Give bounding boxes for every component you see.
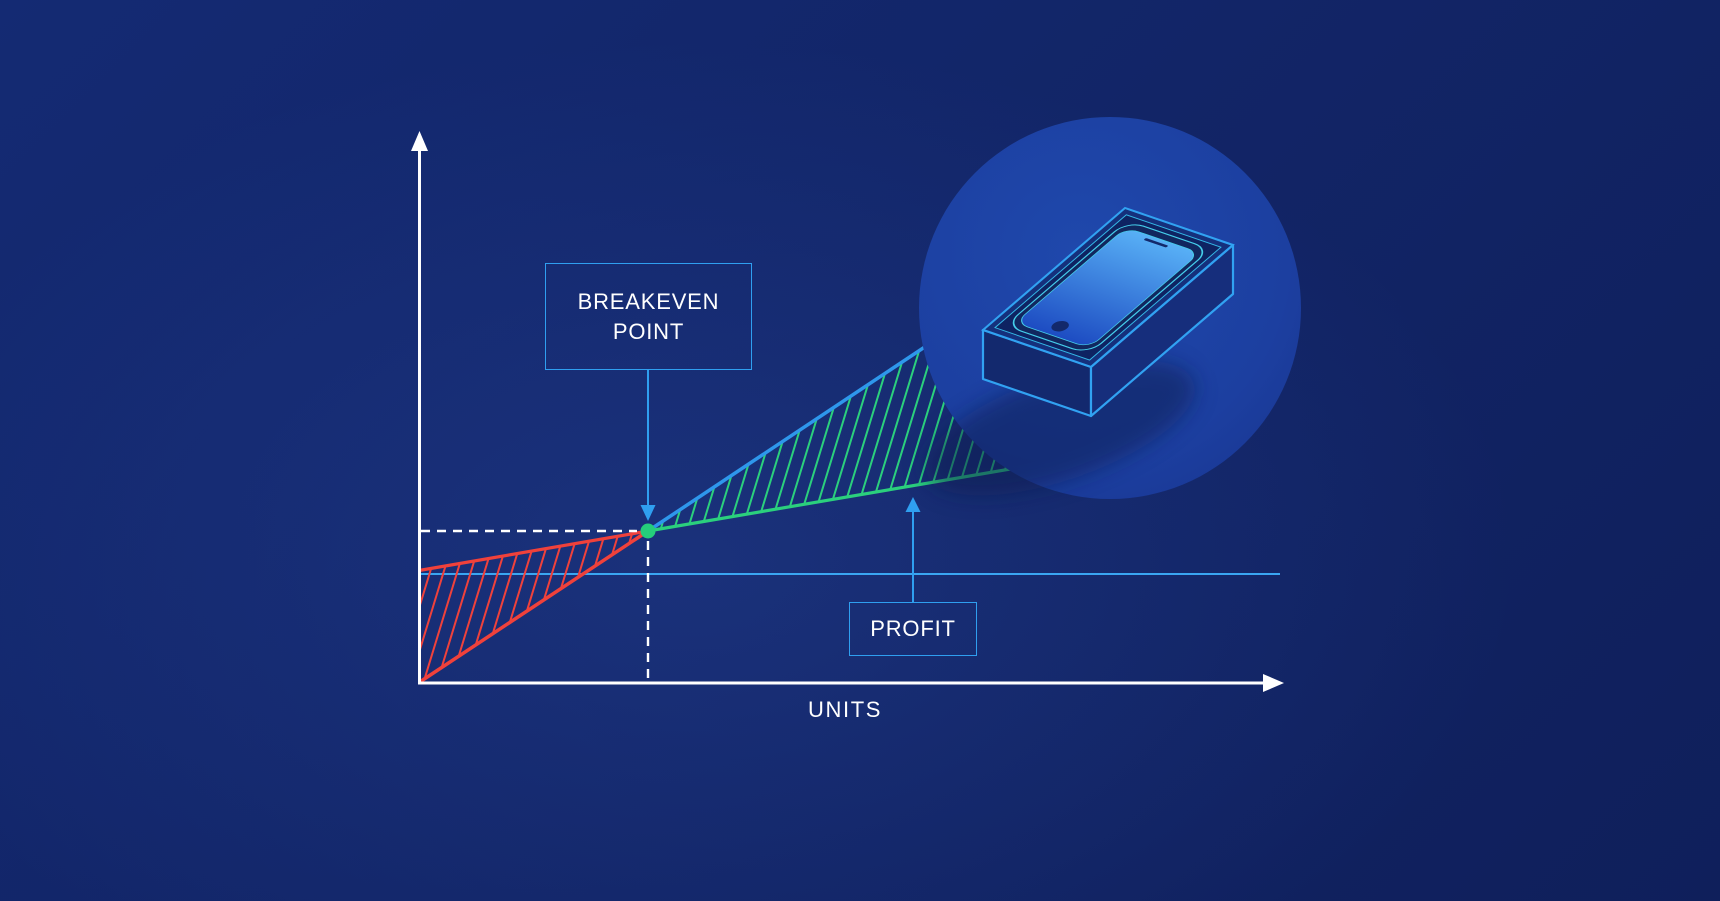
phone-home-button-icon bbox=[1051, 320, 1069, 332]
phone-speaker-icon bbox=[1144, 238, 1168, 248]
x-axis-label: UNITS bbox=[808, 697, 882, 722]
product-badge bbox=[919, 117, 1301, 499]
loss-region bbox=[418, 529, 649, 684]
down-arrow-icon bbox=[640, 505, 656, 521]
phone bbox=[1012, 224, 1204, 351]
profit-label: PROFIT bbox=[870, 616, 956, 642]
box-top-group bbox=[981, 206, 1235, 369]
breakeven-connector bbox=[640, 370, 656, 521]
profit-connector bbox=[905, 497, 921, 602]
breakeven-dot bbox=[640, 523, 656, 539]
revenue-line-before-breakeven bbox=[418, 529, 649, 684]
box-shadow bbox=[924, 360, 1196, 496]
breakeven-label-line2: POINT bbox=[612, 318, 685, 344]
profit-label-box: PROFIT bbox=[849, 602, 977, 656]
x-axis-arrowhead-icon bbox=[1263, 674, 1284, 692]
breakeven-label-line1: BREAKEVEN bbox=[577, 289, 720, 315]
y-axis-arrowhead-icon bbox=[411, 131, 428, 151]
cost-line-before-breakeven bbox=[418, 529, 649, 573]
axes bbox=[411, 131, 1284, 692]
breakeven-point-label-box: BREAKEVEN POINT bbox=[545, 263, 752, 370]
phone-screen bbox=[1021, 230, 1195, 346]
guide-lines bbox=[421, 529, 650, 681]
up-arrow-icon bbox=[905, 497, 921, 512]
